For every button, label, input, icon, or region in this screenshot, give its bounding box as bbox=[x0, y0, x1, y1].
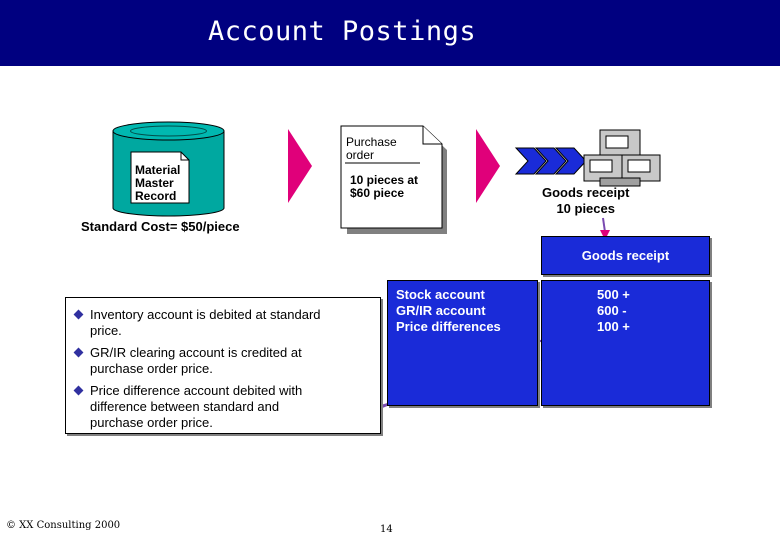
material-record-document-icon bbox=[130, 151, 190, 204]
bullet-item: GR/IR clearing account is credited at pu… bbox=[73, 345, 370, 377]
footer-copyright: © XX Consulting 2000 bbox=[6, 520, 121, 531]
flow-arrow-1-icon bbox=[288, 129, 312, 203]
footer-page-number: 14 bbox=[380, 524, 393, 535]
diamond-bullet-icon bbox=[73, 347, 84, 358]
bullet-3-line-1: Price difference account debited with bbox=[90, 383, 303, 398]
material-master-line-3: Record bbox=[135, 189, 177, 203]
goods-receipt-line-1: Goods receipt bbox=[542, 185, 630, 200]
amounts-box: 500 + 600 - 100 + bbox=[541, 280, 710, 406]
material-master-line-2: Master bbox=[135, 176, 174, 190]
postings-title-box: Goods receipt bbox=[541, 236, 710, 275]
goods-receipt-label: Goods receipt 10 pieces bbox=[542, 185, 629, 217]
warehouse-boxes-icon bbox=[583, 129, 661, 187]
bullet-2-line-1: GR/IR clearing account is credited at bbox=[90, 345, 302, 360]
accounts-box: Stock account GR/IR account Price differ… bbox=[387, 280, 538, 406]
account-price-differences: Price differences bbox=[396, 319, 501, 334]
purchase-order-document-icon bbox=[340, 125, 447, 234]
purchase-order-title: Purchase order bbox=[346, 136, 397, 162]
goods-receipt-line-2: 10 pieces bbox=[556, 201, 615, 216]
down-arrow-icon bbox=[600, 217, 610, 240]
account-stock: Stock account bbox=[396, 287, 485, 302]
purchase-order-title-line-2: order bbox=[346, 148, 375, 162]
explanation-box: Inventory account is debited at standard… bbox=[65, 297, 381, 434]
bullet-item: Price difference account debited with di… bbox=[73, 383, 370, 431]
amount-stock: 500 + bbox=[597, 287, 630, 302]
amounts-list: 500 + 600 - 100 + bbox=[597, 287, 630, 335]
standard-cost-label: Standard Cost= $50/piece bbox=[81, 219, 240, 234]
bullet-2-line-2: purchase order price. bbox=[90, 361, 213, 376]
purchase-order-title-line-1: Purchase bbox=[346, 135, 397, 149]
bullet-1-line-1: Inventory account is debited at standard bbox=[90, 307, 321, 322]
amount-gr-ir: 600 - bbox=[597, 303, 627, 318]
diamond-bullet-icon bbox=[73, 385, 84, 396]
purchase-order-details: 10 pieces at $60 piece bbox=[350, 174, 418, 200]
material-master-label: Material Master Record bbox=[135, 164, 180, 203]
bullet-item: Inventory account is debited at standard… bbox=[73, 307, 370, 339]
account-gr-ir: GR/IR account bbox=[396, 303, 486, 318]
accounts-list: Stock account GR/IR account Price differ… bbox=[396, 287, 501, 335]
bullet-3-line-2: difference between standard and bbox=[90, 399, 280, 414]
header-bar: Account Postings bbox=[0, 0, 780, 66]
flow-arrow-2-icon bbox=[476, 129, 500, 203]
diamond-bullet-icon bbox=[73, 309, 84, 320]
bullet-3-line-3: purchase order price. bbox=[90, 415, 213, 430]
bullet-1-line-2: price. bbox=[90, 323, 122, 338]
material-master-line-1: Material bbox=[135, 163, 181, 177]
page-title: Account Postings bbox=[208, 16, 477, 47]
process-chevrons-icon bbox=[514, 147, 587, 175]
purchase-order-detail-line-2: $60 piece bbox=[350, 186, 405, 200]
amount-price-differences: 100 + bbox=[597, 319, 630, 334]
purchase-order-detail-line-1: 10 pieces at bbox=[350, 173, 419, 187]
